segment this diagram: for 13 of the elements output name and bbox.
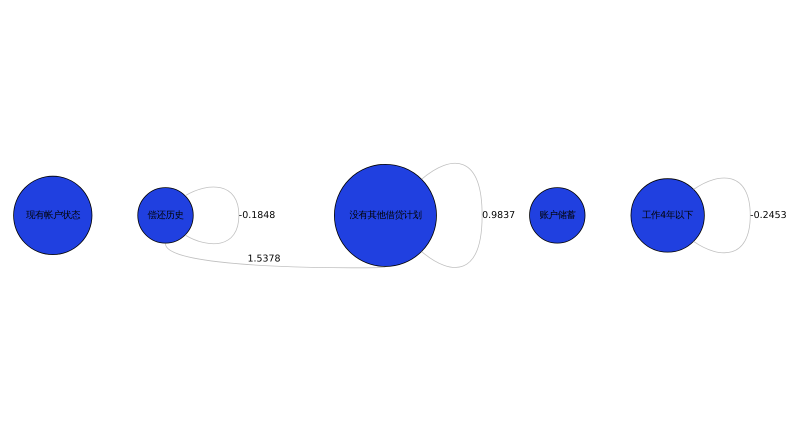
edge-label: -0.2453 xyxy=(750,210,787,221)
node-circle: 账户储蓄 xyxy=(529,187,586,244)
edge-label: -0.1848 xyxy=(238,210,276,221)
edge-label: 1.5378 xyxy=(248,254,281,265)
node-circle: 没有其他借贷计划 xyxy=(334,164,437,267)
connector xyxy=(693,178,751,254)
node-circle: 现有帐户状态 xyxy=(13,176,92,255)
connector xyxy=(421,162,483,268)
node-circle: 偿还历史 xyxy=(137,187,194,244)
edge-label: 0.9837 xyxy=(482,210,516,221)
node-circle: 工作4年以下 xyxy=(630,178,705,252)
connector xyxy=(184,186,240,244)
connector xyxy=(165,243,386,268)
